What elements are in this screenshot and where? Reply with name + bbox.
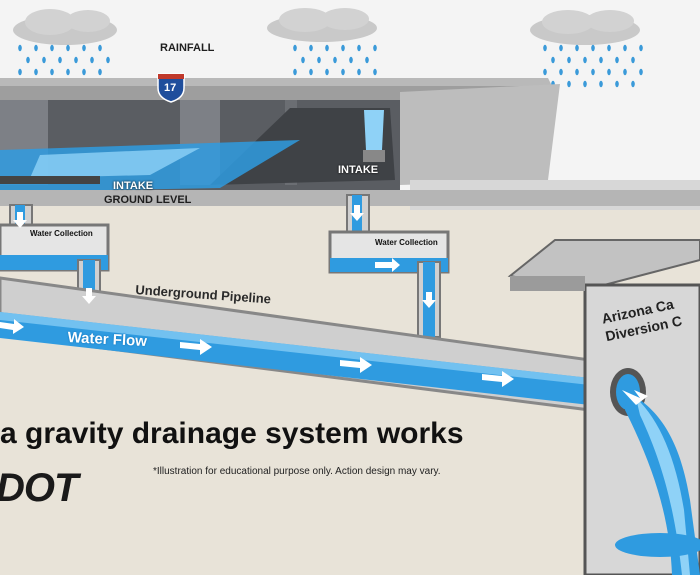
rain-drop — [18, 68, 22, 76]
rain-drop — [34, 44, 38, 52]
rain-drop — [607, 68, 611, 76]
disclaimer: *Illustration for educational purpose on… — [153, 466, 441, 477]
rain-drop — [74, 56, 78, 64]
canal-waterfall-highlight — [636, 398, 690, 575]
intake-grate-left — [0, 176, 100, 184]
floodwater-highlight — [30, 148, 200, 178]
rain-drop — [567, 80, 571, 88]
dot-logo: DOT — [0, 466, 78, 510]
rain-drop — [309, 44, 313, 52]
rain-drop — [98, 44, 102, 52]
cloud-right — [530, 10, 640, 45]
headline: a gravity drainage system works — [0, 417, 464, 450]
flow-arrow — [0, 319, 24, 334]
ground-level-label: GROUND LEVEL — [104, 194, 192, 206]
rain-drop — [341, 44, 345, 52]
rain-drop — [543, 44, 547, 52]
interstate-number: 17 — [164, 82, 177, 94]
interstate-shield — [157, 73, 185, 103]
down-arrow — [82, 288, 96, 304]
right-arrow — [375, 258, 400, 272]
intake-grate-right — [363, 150, 385, 162]
down-arrow — [350, 205, 364, 221]
rain-drop — [42, 56, 46, 64]
rain-drop — [365, 56, 369, 64]
water-collection-right-label: Water Collection — [375, 238, 438, 247]
pipeline-water-surface — [0, 312, 590, 385]
rain-drop — [82, 44, 86, 52]
rain-drop — [325, 68, 329, 76]
rain-drop — [567, 56, 571, 64]
rain-drop — [309, 68, 313, 76]
rain-drop — [317, 56, 321, 64]
flow-arrow — [180, 339, 212, 355]
rain-drop — [559, 44, 563, 52]
rain-drop — [18, 44, 22, 52]
rain-drop — [551, 56, 555, 64]
rain-drop — [66, 44, 70, 52]
rain-drop — [559, 68, 563, 76]
intake-stream-right — [364, 110, 384, 150]
rain-drop — [34, 68, 38, 76]
rain-drop — [583, 56, 587, 64]
rain-drop — [26, 56, 30, 64]
rain-drop — [349, 56, 353, 64]
rain-drop — [575, 44, 579, 52]
rain-drop — [301, 56, 305, 64]
rain-drop — [373, 44, 377, 52]
rain-drop — [631, 80, 635, 88]
rain-drop — [341, 68, 345, 76]
rain-drop — [90, 56, 94, 64]
rain-drop — [66, 68, 70, 76]
rain-drop — [373, 68, 377, 76]
rain-drop — [82, 68, 86, 76]
water-collection-left-label: Water Collection — [30, 229, 93, 238]
rain-drop — [591, 44, 595, 52]
down-arrow — [422, 292, 436, 308]
rainfall-label: RAINFALL — [160, 42, 215, 54]
rain-drop — [50, 68, 54, 76]
rain-drop — [58, 56, 62, 64]
rain-drop — [98, 68, 102, 76]
canal-pool — [615, 533, 700, 557]
intake-left-label: INTAKE — [113, 180, 154, 192]
flow-arrow — [482, 371, 514, 387]
rain-drop — [599, 80, 603, 88]
down-arrow — [13, 212, 27, 228]
rain-drop — [639, 44, 643, 52]
rain-drop — [293, 68, 297, 76]
rain-drop — [333, 56, 337, 64]
flow-arrows — [0, 319, 514, 387]
rain-drop — [623, 68, 627, 76]
rain-drop — [599, 56, 603, 64]
rain-drop — [106, 56, 110, 64]
rain-drop — [293, 44, 297, 52]
rain-drop — [639, 68, 643, 76]
rain-drop — [631, 56, 635, 64]
rain-drop — [575, 68, 579, 76]
rain-drop — [615, 80, 619, 88]
rain-drop — [357, 68, 361, 76]
rain-drop — [607, 44, 611, 52]
canal-arrow — [622, 390, 648, 405]
flow-arrow — [340, 357, 372, 373]
rain-drops — [18, 44, 643, 88]
cloud-left — [13, 9, 117, 45]
rain-drop — [325, 44, 329, 52]
rain-drop — [591, 68, 595, 76]
intake-right-label: INTAKE — [338, 164, 379, 176]
rain-drop — [50, 44, 54, 52]
canal-structure-ledge — [510, 276, 585, 291]
rain-drop — [543, 68, 547, 76]
cloud-middle — [267, 8, 377, 42]
rain-drop — [357, 44, 361, 52]
rain-drop — [583, 80, 587, 88]
highway-ramp — [400, 84, 560, 185]
rain-drop — [623, 44, 627, 52]
rain-drop — [615, 56, 619, 64]
highway-deck-top — [0, 78, 552, 86]
